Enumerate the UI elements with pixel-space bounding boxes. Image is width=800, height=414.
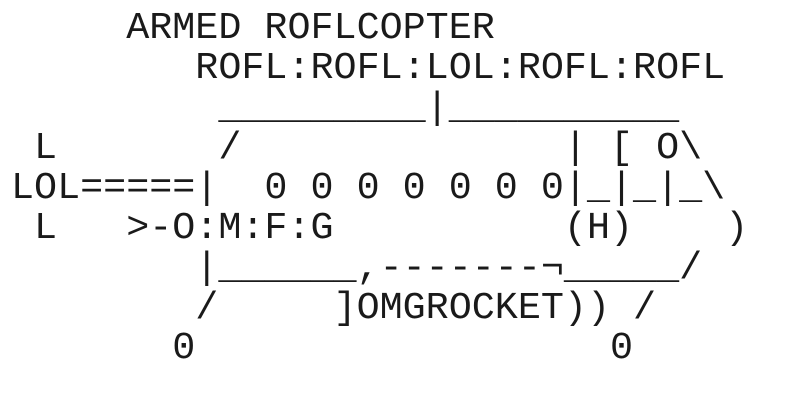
roflcopter-ascii-art: ARMED ROFLCOPTER ROFL:ROFL:LOL:ROFL:ROFL…: [11, 6, 749, 370]
